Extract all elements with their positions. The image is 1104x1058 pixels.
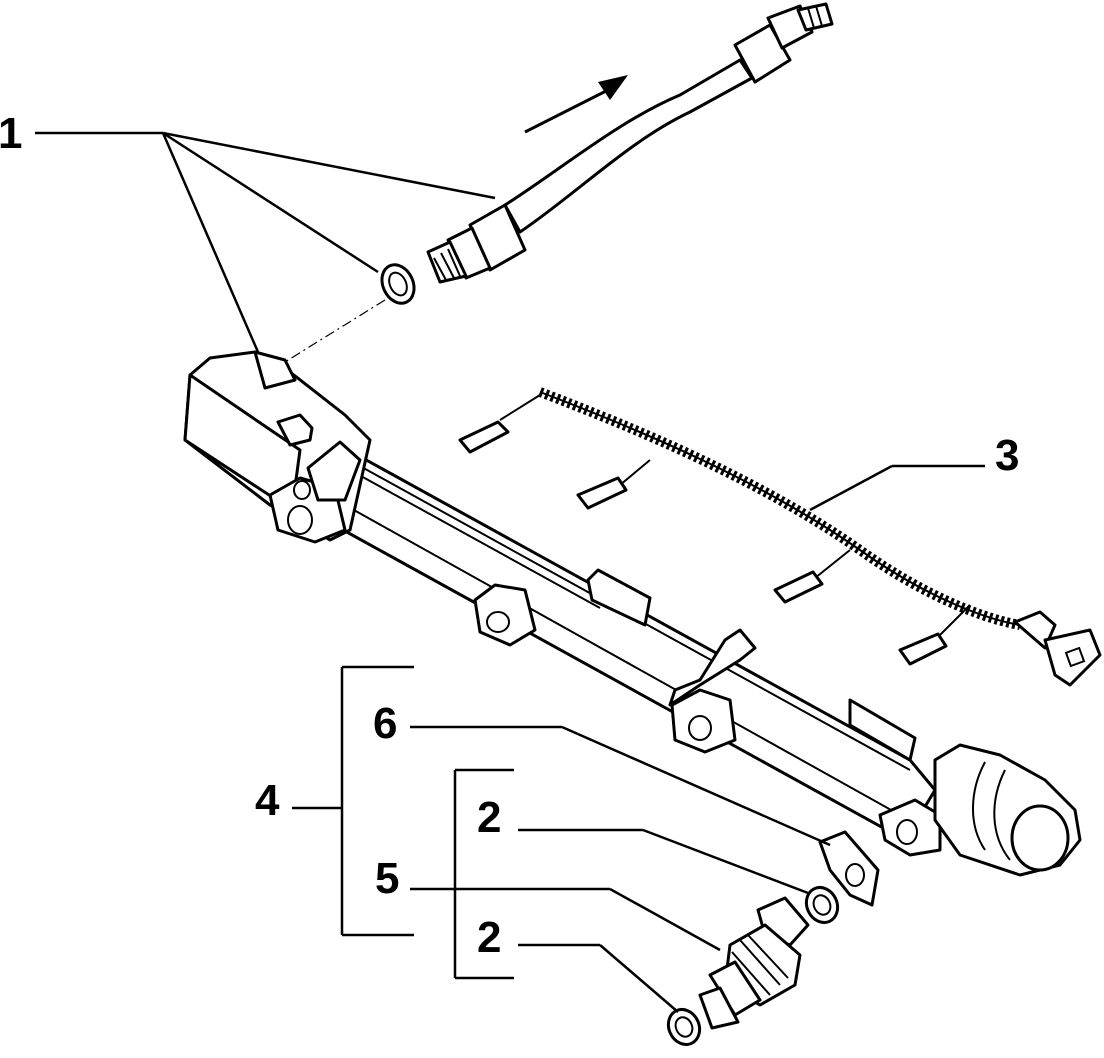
fuel-hose (426, 2, 834, 284)
callout-5: 5 (375, 854, 399, 903)
callout-2-lower: 2 (477, 913, 501, 962)
fuel-injector (698, 896, 810, 1030)
wiring-harness (458, 387, 1102, 687)
injector-bracket (818, 830, 880, 907)
callout-3: 3 (995, 431, 1019, 480)
injector-lower-seal (666, 1007, 702, 1047)
hose-seal-ring (380, 263, 416, 305)
callout-6: 6 (373, 699, 397, 748)
fuel-rail (183, 350, 1082, 877)
injector-upper-seal (804, 885, 840, 925)
assembly-centerline (284, 299, 386, 363)
flow-direction-arrow (524, 75, 628, 134)
callout-2-upper: 2 (477, 793, 501, 842)
callout-4: 4 (255, 776, 280, 825)
leader-lines (35, 131, 985, 1013)
callout-1: 1 (0, 109, 22, 158)
